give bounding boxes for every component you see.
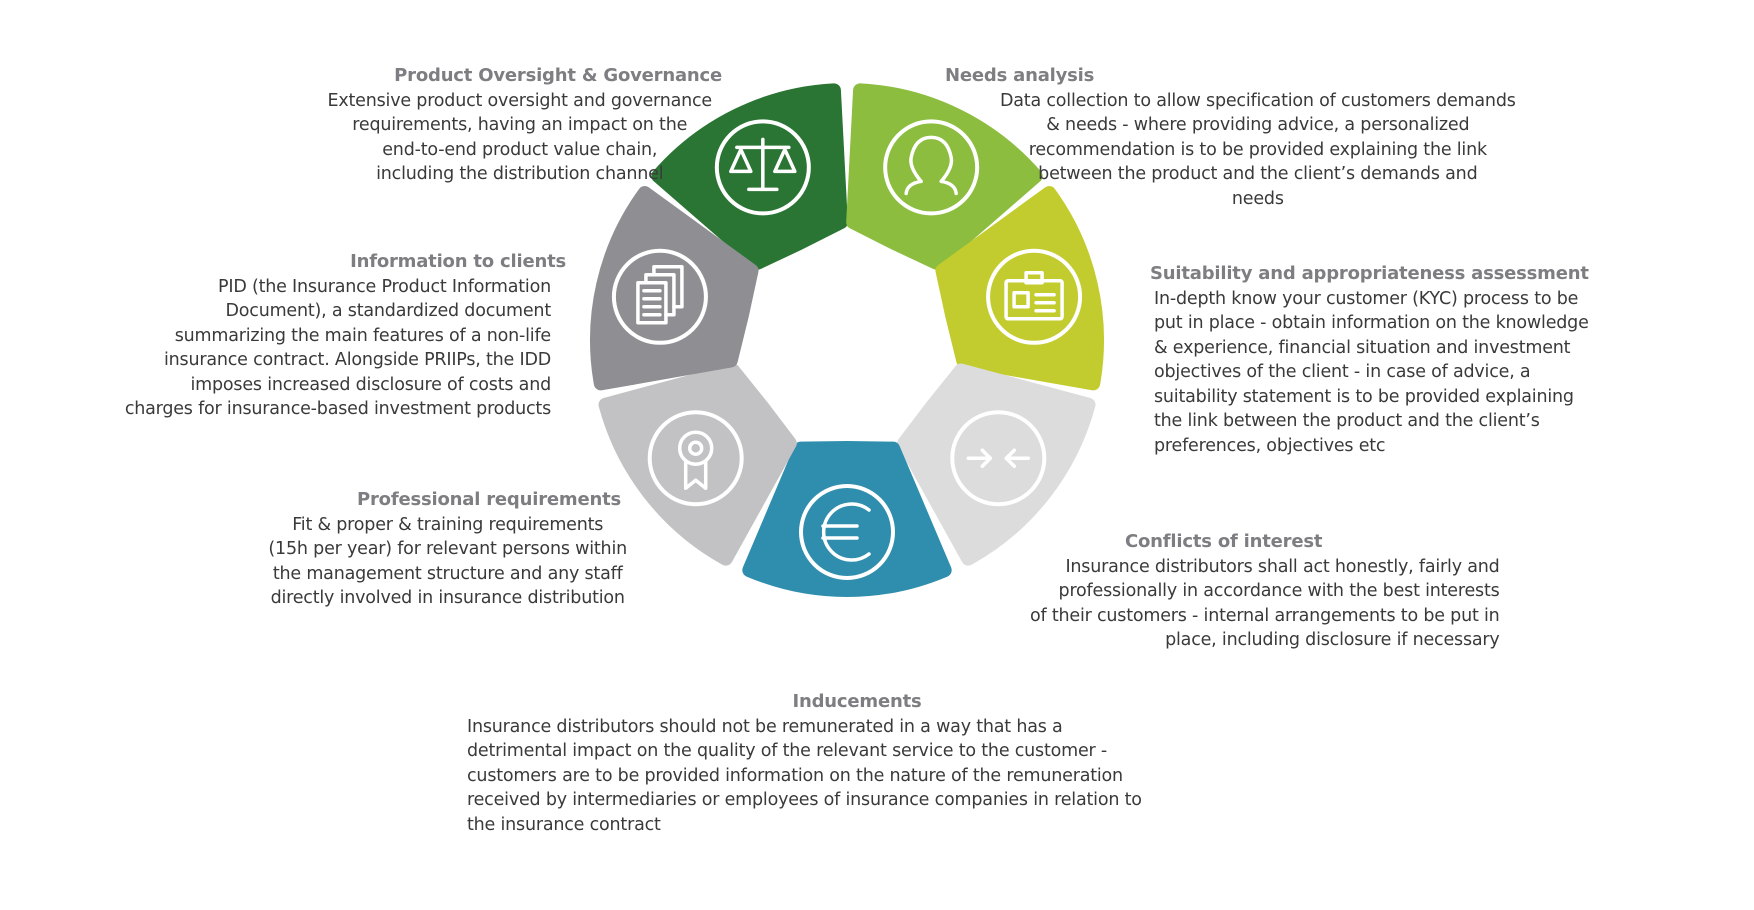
title-needs-analysis: Needs analysis [945, 65, 1095, 86]
segment-suitability [935, 186, 1104, 391]
description-line: detrimental impact on the quality of the… [467, 741, 1108, 761]
title-product-oversight: Product Oversight & Governance [394, 65, 722, 86]
description-line: professionally in accordance with the be… [1058, 581, 1500, 601]
description-line: the insurance contract [467, 814, 661, 835]
description-line: end-to-end product value chain, [382, 139, 658, 160]
icon-circle [986, 248, 1083, 345]
description-line: & experience, financial situation and in… [1154, 337, 1571, 358]
segment-product-oversight [651, 83, 848, 270]
icon-circle [647, 410, 744, 507]
title-suitability: Suitability and appropriateness assessme… [1150, 263, 1589, 284]
description-line: Document), a standardized document [225, 301, 551, 321]
description-line: needs [1231, 188, 1284, 209]
description-line: & needs - where providing advice, a pers… [1046, 115, 1470, 135]
title-information: Information to clients [350, 251, 566, 272]
segment-inducements [742, 441, 952, 597]
description-line: insurance contract. Alongside PRIIPs, th… [163, 350, 551, 370]
segment-shape [742, 441, 952, 597]
description-line: PID (the Insurance Product Information [218, 276, 551, 297]
description-line: requirements, having an impact on the [352, 115, 688, 135]
segment-needs-analysis [846, 83, 1043, 270]
text-professional: Fit & proper & training requirements (15h… [268, 513, 627, 611]
description-line: Data collection to allow specification o… [1000, 90, 1516, 111]
icon-circle [799, 484, 895, 580]
description-line: objectives of the client - in case of ad… [1154, 362, 1531, 382]
icon-circle [611, 248, 708, 345]
label-inducements: Inducements Insurance distributors shoul… [467, 690, 1142, 837]
text-conflicts: Insurance distributors shall act honestl… [1030, 555, 1500, 653]
description-line: Fit & proper & training requirements [292, 514, 604, 535]
description-line: received by intermediaries or employees … [467, 790, 1142, 810]
label-professional: Professional requirements Fit & proper &… [268, 488, 627, 611]
description-line: Extensive product oversight and governan… [327, 90, 712, 111]
arrows-inward-icon [966, 448, 1031, 468]
description-line: place, including disclosure if necessary [1165, 630, 1500, 650]
award-rosette-icon [677, 430, 714, 490]
segment-information [590, 186, 759, 391]
icon-circle [883, 119, 980, 216]
description-line: summarizing the main features of a non-l… [174, 325, 552, 346]
description-line: imposes increased disclosure of costs an… [190, 374, 552, 395]
description-line: preferences, objectives etc [1154, 435, 1386, 456]
description-line: including the distribution channel [376, 164, 664, 184]
title-conflicts: Conflicts of interest [1125, 531, 1323, 552]
text-product-oversight: Extensive product oversight and governan… [327, 89, 712, 187]
text-suitability: In-depth know your customer (KYC) proces… [1154, 287, 1589, 459]
segment-shape [897, 363, 1096, 566]
segment-conflicts [897, 363, 1096, 566]
title-professional: Professional requirements [357, 489, 621, 510]
description-line: Insurance distributors shall act honestl… [1065, 556, 1500, 577]
description-line: between the product and the client’s dem… [1038, 164, 1478, 184]
label-conflicts: Conflicts of interest Insurance distribu… [1030, 530, 1500, 653]
scales-of-justice-icon [729, 137, 797, 192]
title-inducements: Inducements [792, 691, 922, 712]
description-line: of their customers - internal arrangemen… [1030, 605, 1500, 626]
text-needs-analysis: Data collection to allow specification o… [1000, 89, 1516, 212]
label-product-oversight: Product Oversight & Governance Extensive… [327, 64, 722, 187]
text-inducements: Insurance distributors should not be rem… [467, 715, 1142, 838]
description-line: the link between the product and the cli… [1154, 411, 1540, 431]
segment-professional [598, 363, 797, 566]
label-suitability: Suitability and appropriateness assessme… [1150, 262, 1589, 458]
description-line: (15h per year) for relevant persons with… [268, 539, 627, 559]
description-line: charges for insurance-based investment p… [124, 399, 551, 419]
icon-circle [950, 410, 1047, 507]
description-line: the management structure and any staff [272, 563, 623, 584]
label-information: Information to clients PID (the Insuranc… [125, 250, 566, 422]
description-line: recommendation is to be provided explain… [1028, 139, 1487, 160]
person-icon [904, 135, 958, 196]
documents-stack-icon [636, 265, 684, 325]
icon-circle [714, 119, 811, 216]
description-line: directly involved in insurance distribut… [270, 588, 625, 608]
euro-icon [821, 502, 871, 562]
description-line: customers are to be provided information… [467, 765, 1123, 786]
id-badge-icon [1004, 271, 1064, 321]
description-line: put in place - obtain information on the… [1154, 313, 1589, 333]
description-line: suitability statement is to be provided … [1154, 386, 1574, 407]
description-line: Insurance distributors should not be rem… [467, 716, 1063, 737]
label-needs-analysis: Needs analysis Data collection to allow … [945, 64, 1516, 211]
description-line: In-depth know your customer (KYC) proces… [1154, 288, 1579, 309]
